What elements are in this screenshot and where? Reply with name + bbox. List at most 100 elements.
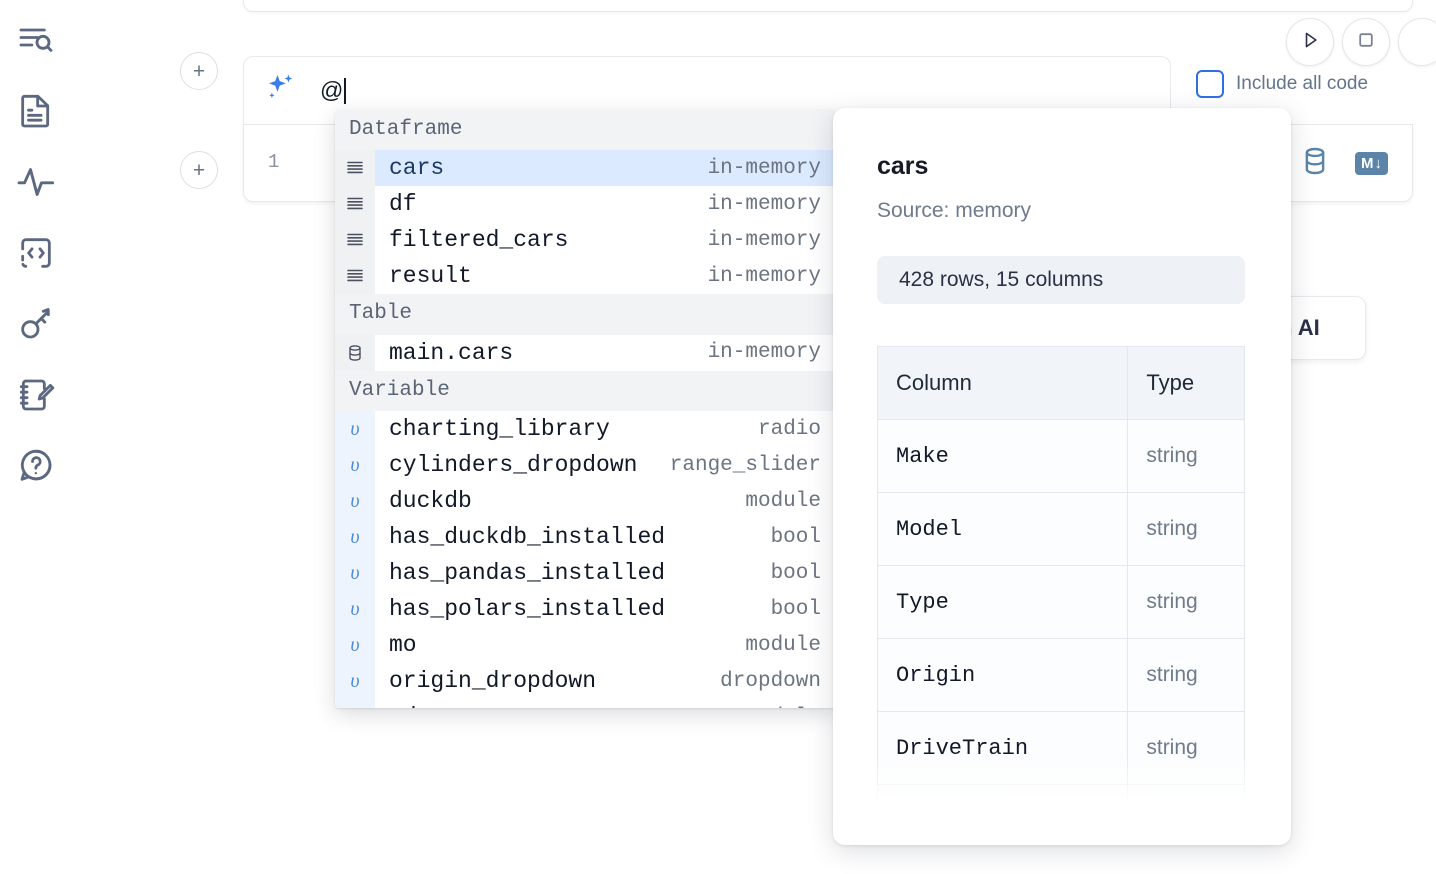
autocomplete-item[interactable]: υ has_polars_installed bool	[335, 591, 835, 628]
more-actions-button[interactable]	[1398, 18, 1436, 66]
markdown-icon[interactable]: M↓	[1355, 152, 1388, 175]
variable-icon: υ	[335, 627, 375, 664]
preview-column-name: Type	[877, 565, 1129, 639]
autocomplete-item[interactable]: df in-memory	[335, 186, 835, 223]
autocomplete-section-header: Variable	[335, 370, 835, 412]
line-number: 1	[268, 151, 280, 173]
explore-search-icon	[16, 20, 56, 60]
autocomplete-item-name: result	[389, 263, 472, 290]
ai-prompt-value: @	[320, 77, 344, 103]
include-all-code-row[interactable]: Include all code	[1196, 70, 1368, 98]
dataframe-icon	[335, 258, 375, 295]
left-sidebar	[0, 0, 72, 874]
preview-source: Source: memory	[877, 199, 1032, 222]
autocomplete-item-name: filtered_cars	[389, 227, 569, 254]
include-all-code-checkbox[interactable]	[1196, 70, 1224, 98]
include-all-code-label: Include all code	[1236, 73, 1369, 94]
autocomplete-item-type: bool	[770, 597, 821, 621]
autocomplete-item-name: pd	[375, 704, 417, 708]
add-ai-cell-button[interactable]: +	[180, 52, 218, 90]
preview-column-type	[1127, 784, 1245, 845]
preview-title: cars	[877, 152, 929, 180]
play-triangle-icon	[1298, 28, 1322, 57]
variable-icon: υ	[335, 699, 375, 708]
autocomplete-section-header: Table	[335, 294, 835, 335]
autocomplete-item[interactable]: υ charting_library radio	[335, 411, 835, 448]
notebook-edit-icon	[16, 375, 56, 415]
autocomplete-item-type: module	[745, 706, 835, 708]
sidebar-item-secrets[interactable]	[12, 300, 60, 348]
activity-pulse-icon	[15, 161, 57, 203]
run-button[interactable]	[1286, 18, 1334, 66]
variable-icon: υ	[335, 411, 375, 448]
autocomplete-item[interactable]: cars in-memory	[335, 150, 835, 187]
autocomplete-item-type: in-memory	[707, 192, 821, 216]
stop-button[interactable]	[1342, 18, 1390, 66]
sidebar-item-help[interactable]	[12, 442, 60, 490]
previous-cell-card	[243, 0, 1413, 12]
preview-table-head: Column Type	[877, 346, 1245, 420]
cell-action-icons: M↓	[1299, 145, 1388, 182]
notebook-run-controls	[1286, 18, 1436, 66]
sidebar-item-snippets[interactable]	[12, 229, 60, 277]
autocomplete-item-name: mo	[389, 632, 417, 659]
variable-icon: υ	[335, 483, 375, 520]
autocomplete-item-name: df	[389, 191, 417, 218]
dataframe-icon	[335, 222, 375, 259]
autocomplete-item-name: cars	[389, 155, 445, 182]
markdown-letter: M	[1361, 155, 1374, 172]
preview-column-type: string	[1127, 492, 1245, 566]
sidebar-item-explore[interactable]	[12, 16, 60, 64]
autocomplete-item-type: in-memory	[707, 264, 821, 288]
autocomplete-item[interactable]: υ has_duckdb_installed bool	[335, 519, 835, 556]
sparkle-icon	[262, 70, 298, 111]
variable-icon: υ	[335, 663, 375, 700]
autocomplete-item-name: has_polars_installed	[389, 596, 666, 623]
ai-prompt-input[interactable]: @	[320, 77, 1152, 104]
autocomplete-item[interactable]: υpd module	[335, 699, 835, 708]
autocomplete-item-name: has_duckdb_installed	[389, 524, 666, 551]
add-code-cell-button[interactable]: +	[180, 151, 218, 189]
table-row	[877, 784, 1245, 845]
preview-column-type: string	[1127, 638, 1245, 712]
key-secrets-icon	[16, 304, 56, 344]
sidebar-item-notebook[interactable]	[12, 87, 60, 135]
preview-shape-badge: 428 rows, 15 columns	[877, 256, 1245, 304]
autocomplete-item-name: has_pandas_installed	[389, 560, 666, 587]
autocomplete-item-name: origin_dropdown	[389, 668, 597, 695]
preview-column-name: Origin	[877, 638, 1129, 712]
preview-column-type: string	[1127, 419, 1245, 493]
preview-column-type: string	[1127, 565, 1245, 639]
variable-icon: υ	[335, 591, 375, 628]
sidebar-item-scratchpad[interactable]	[12, 371, 60, 419]
autocomplete-item-type: module	[745, 633, 821, 657]
autocomplete-item-name: duckdb	[389, 488, 472, 515]
autocomplete-item-type: radio	[757, 417, 821, 441]
file-document-icon	[16, 91, 56, 131]
autocomplete-item-type: range_slider	[669, 453, 821, 477]
database-icon[interactable]	[1299, 145, 1331, 182]
autocomplete-item-type: bool	[770, 561, 821, 585]
autocomplete-item-name: charting_library	[389, 416, 610, 443]
autocomplete-item-name: main.cars	[389, 339, 514, 366]
variable-icon: υ	[335, 519, 375, 556]
autocomplete-item-type: in-memory	[707, 156, 821, 180]
preview-column-type: string	[1127, 711, 1245, 785]
stop-square-icon	[1354, 28, 1378, 57]
autocomplete-item[interactable]: result in-memory	[335, 258, 835, 295]
sidebar-item-activity[interactable]	[12, 158, 60, 206]
preview-header-row: Column Type	[877, 346, 1245, 420]
autocomplete-item-type: bool	[770, 525, 821, 549]
